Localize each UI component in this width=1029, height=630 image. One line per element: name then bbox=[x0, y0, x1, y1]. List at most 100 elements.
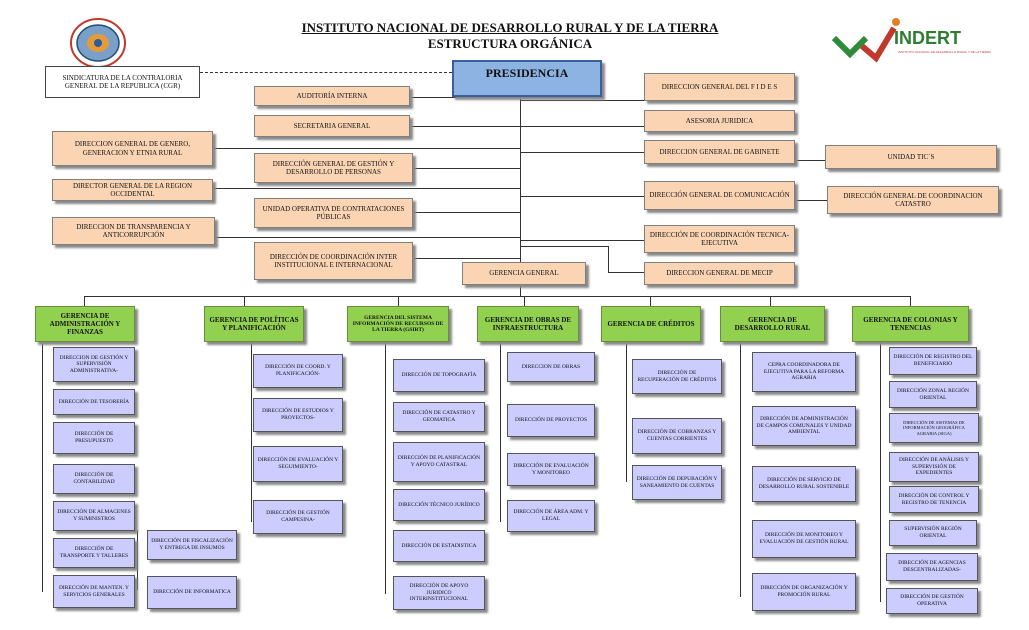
page-subtitle: ESTRUCTURA ORGÁNICA bbox=[427, 36, 593, 51]
direccion-recuperacion-creditos[interactable]: DIRECCIÓN DE RECUPERACIÓN DE CRÉDITOS bbox=[632, 359, 722, 394]
direccion-informatica[interactable]: DIRECCIÓN DE INFORMATICA bbox=[147, 576, 237, 609]
connector bbox=[42, 342, 43, 592]
secretaria-general-box[interactable]: SECRETARIA GENERAL bbox=[254, 115, 410, 137]
connector bbox=[137, 530, 138, 590]
direccion-presupuesto[interactable]: DIRECCIÓN DE PRESUPUESTO bbox=[53, 422, 135, 454]
connector bbox=[398, 296, 399, 306]
direccion-mantenimiento[interactable]: DIRECCIÓN DE MANTEN. Y SERVICIOS GENERAL… bbox=[53, 575, 135, 608]
connector bbox=[413, 258, 520, 259]
direccion-depuracion-saneamiento[interactable]: DIRECCIÓN DE DEPURACIÓN Y SANEAMIENTO DE… bbox=[632, 465, 722, 500]
direccion-evaluacion-monitoreo[interactable]: DIRECCIÓN DE EVALUACIÓN Y MONITOREO bbox=[507, 453, 595, 486]
direccion-evaluacion-seguimiento[interactable]: DIRECCIÓN DE EVALUACIÓN Y SEGUIMIENTO- bbox=[253, 446, 343, 482]
government-seal-logo bbox=[70, 18, 126, 68]
connector bbox=[795, 200, 827, 201]
direccion-registro-beneficiario[interactable]: DIRECCIÓN DE REGISTRO DEL BENEFICIARIO bbox=[889, 347, 977, 375]
connector bbox=[795, 160, 825, 161]
direccion-apoyo-juridico[interactable]: DIRECCIÓN DE APOYO JURIDICO INTERINSTITU… bbox=[393, 576, 485, 610]
direccion-analisis-expedientes[interactable]: DIRECCIÓN DE ANÁLISIS Y SUPERVISIÓN DE E… bbox=[889, 452, 979, 482]
direccion-topografia[interactable]: DIRECCIÓN DE TOPOGRAFÍA bbox=[393, 359, 485, 392]
gestion-personas-box[interactable]: DIRECCIÓN GENERAL DE GESTIÓN Y DESARROLL… bbox=[254, 153, 413, 183]
direccion-tecnico-juridico[interactable]: DIRECCIÓN TÉCNICO JURÍDICO bbox=[393, 489, 485, 521]
supervision-region-oriental[interactable]: SUPERVISIÓN REGIÓN ORIENTAL bbox=[889, 520, 977, 546]
cepra-box[interactable]: CEPRA COORDINADORA DE EJECUTIVA PARA LA … bbox=[752, 352, 856, 392]
direccion-obras[interactable]: DIRECCION DE OBRAS bbox=[507, 352, 595, 382]
direccion-cobranzas[interactable]: DIRECCIÓN DE COBRANZAS Y CUENTAS CORRIEN… bbox=[632, 418, 722, 454]
connector bbox=[770, 296, 771, 306]
direccion-monitoreo-gestion-rural[interactable]: DIRECCIÓN DE MONITOREO Y EVALUACIÓN DE G… bbox=[752, 520, 856, 558]
connector bbox=[84, 296, 85, 306]
coordinacion-interinstitucional-box[interactable]: DIRECCIÓN DE COORDINACIÓN INTER INSTITUC… bbox=[254, 242, 413, 280]
gerencia-gsirt[interactable]: GERENCIA DEL SISTEMA INFORMACIÓN DE RECU… bbox=[347, 306, 449, 342]
direccion-siga[interactable]: DIRECCIÓN DE SISTEMAS DE INFORMACIÓN GEO… bbox=[889, 413, 979, 443]
unidad-tics-box[interactable]: UNIDAD TIC´S bbox=[825, 145, 997, 169]
connector bbox=[215, 237, 520, 238]
direccion-gestion-operativa[interactable]: DIRECCIÓN DE GESTIÓN OPERATIVA bbox=[886, 588, 978, 614]
connector bbox=[880, 342, 881, 602]
direccion-gestion-supervision[interactable]: DIRECCION DE GESTIÓN Y SUPERVISIÓN ADMIN… bbox=[53, 347, 135, 382]
presidencia-box[interactable]: PRESIDENCIA bbox=[452, 60, 602, 97]
gerencia-administracion-finanzas[interactable]: GERENCIA DE ADMINISTRACIÓN Y FINANZAS bbox=[35, 306, 135, 342]
connector bbox=[608, 272, 644, 273]
direccion-zonal-oriental[interactable]: DIRECCIÓN ZONAL REGIÓN ORIENTAL bbox=[889, 381, 977, 408]
gerencia-politicas-planificacion[interactable]: GERENCIA DE POLÍTICAS Y PLANIFICACIÓN bbox=[204, 306, 304, 342]
direccion-gestion-campesina[interactable]: DIRECCIÓN DE GESTIÓN CAMPESINA- bbox=[253, 500, 343, 534]
connector bbox=[200, 72, 452, 73]
mecip-box[interactable]: DIRECCION GENERAL DE MECIP bbox=[644, 262, 795, 285]
comunicacion-box[interactable]: DIRECCIÓN GENERAL DE COMUNICACIÓN bbox=[644, 181, 795, 210]
direccion-proyectos[interactable]: DIRECCIÓN DE PROYECTOS bbox=[507, 404, 595, 437]
connector bbox=[213, 148, 520, 149]
coordinacion-tecnica-box[interactable]: DIRECCIÓN DE COORDINACIÓN TECNICA-EJECUT… bbox=[644, 225, 795, 253]
direccion-organizacion-promocion[interactable]: DIRECCIÓN DE ORGANIZACIÓN Y PROMOCIÓN RU… bbox=[752, 573, 856, 611]
direccion-estadistica[interactable]: DIRECCIÓN DE ESTADISTICA bbox=[393, 530, 485, 562]
gerencia-colonias-tenencias[interactable]: GERENCIA DE COLONIAS Y TENENCIAS bbox=[852, 306, 969, 342]
connector bbox=[520, 240, 644, 241]
connector bbox=[520, 196, 644, 197]
connector bbox=[520, 100, 644, 101]
coordinacion-catastro-box[interactable]: DIRECCIÓN GENERAL DE COORDINACION CATAST… bbox=[827, 186, 999, 214]
direccion-control-tenencia[interactable]: DIRECCIÓN DE CONTROL Y REGISTRO DE TENEN… bbox=[889, 486, 979, 513]
connector bbox=[520, 126, 644, 127]
direccion-almacenes[interactable]: DIRECCIÓN DE ALMACENES Y SUMINISTROS bbox=[53, 501, 135, 531]
indert-logo-subtext: INSTITUTO NACIONAL DE DESARROLLO RURAL Y… bbox=[898, 50, 991, 54]
connector bbox=[524, 296, 525, 306]
connector bbox=[520, 246, 608, 247]
contrataciones-publicas-box[interactable]: UNIDAD OPERATIVA DE CONTRATACIONES PÚBLI… bbox=[254, 198, 413, 228]
direccion-contabilidad[interactable]: DIRECCIÓN DE CONTABILIDAD bbox=[53, 464, 135, 494]
gerencia-obras-infraestructura[interactable]: GERENCIA DE OBRAS DE INFRAESTRUCTURA bbox=[477, 306, 579, 342]
direccion-tesoreria[interactable]: DIRECCIÓN DE TESORERÍA bbox=[53, 389, 135, 415]
indert-logo-text: INDERT bbox=[894, 28, 961, 48]
gerencia-desarrollo-rural[interactable]: GERENCIA DE DESARROLLO RURAL bbox=[720, 306, 825, 342]
direccion-planificacion-catastral[interactable]: DIRECCIÓN DE PLANIFICACIÓN Y APOYO CATAS… bbox=[393, 442, 485, 482]
direccion-campos-comunales[interactable]: DIRECCIÓN DE ADMINISTRACIÓN DE CAMPOS CO… bbox=[752, 406, 856, 446]
region-occidental-box[interactable]: DIRECTOR GENERAL DE LA REGION OCCIDENTAL bbox=[52, 179, 213, 201]
direccion-coord-planificacion[interactable]: DIRECCIÓN DE COORD. Y PLANIFICACIÓN- bbox=[253, 354, 343, 388]
direccion-catastro-geomatica[interactable]: DIRECCIÓN DE CATASTRO Y GEOMATICA bbox=[393, 402, 485, 432]
page-title: INSTITUTO NACIONAL DE DESARROLLO RURAL Y… bbox=[301, 20, 719, 35]
direccion-area-adm-legal[interactable]: DIRECCIÓN DE ÁREA ADM. Y LEGAL bbox=[507, 500, 595, 532]
connector bbox=[500, 342, 501, 522]
gerencia-creditos[interactable]: GERENCIA DE CRÉDITOS bbox=[601, 306, 701, 342]
connector bbox=[413, 212, 520, 213]
direccion-agencias-descentralizadas[interactable]: DIRECCIÓN DE AGENCIAS DESCENTRALIZADAS- bbox=[886, 553, 978, 581]
asesoria-juridica-box[interactable]: ASESORIA JURIDICA bbox=[644, 110, 795, 132]
gabinete-box[interactable]: DIRECCION GENERAL DE GABINETE bbox=[644, 140, 795, 164]
direccion-estudios-proyectos[interactable]: DIRECCIÓN DE ESTUDIOS Y PROYECTOS- bbox=[253, 398, 343, 432]
transparencia-box[interactable]: DIRECCION DE TRANSPARENCIA Y ANTICORRUPC… bbox=[52, 217, 215, 245]
connector bbox=[520, 152, 644, 153]
connector bbox=[410, 97, 520, 98]
direccion-desarrollo-rural-sostenible[interactable]: DIRECCIÓN DE SERVICIO DE DESARROLLO RURA… bbox=[752, 466, 856, 502]
connector bbox=[385, 342, 386, 594]
connector bbox=[910, 296, 911, 306]
connector bbox=[413, 168, 520, 169]
genero-etnia-box[interactable]: DIRECCION GENERAL DE GENERO, GENERACION … bbox=[52, 131, 213, 166]
auditoria-interna-box[interactable]: AUDITORÍA INTERNA bbox=[254, 86, 410, 106]
direccion-transporte[interactable]: DIRECCIÓN DE TRANSPORTE Y TALLERES bbox=[53, 538, 135, 568]
indert-logo: INDERT INSTITUTO NACIONAL DE DESARROLLO … bbox=[831, 16, 992, 66]
direccion-fiscalizacion[interactable]: DIRECCIÓN DE FISCALIZACIÓN Y ENTREGA DE … bbox=[147, 530, 237, 560]
connector bbox=[650, 296, 651, 306]
sindicatura-box[interactable]: SINDICATURA DE LA CONTRALORIA GENERAL DE… bbox=[45, 66, 200, 98]
fides-box[interactable]: DIRECCION GENERAL DEL F I D E S bbox=[644, 73, 795, 101]
connector bbox=[213, 188, 520, 189]
connector bbox=[410, 126, 520, 127]
gerencia-general-box[interactable]: GERENCIA GENERAL bbox=[462, 262, 586, 285]
